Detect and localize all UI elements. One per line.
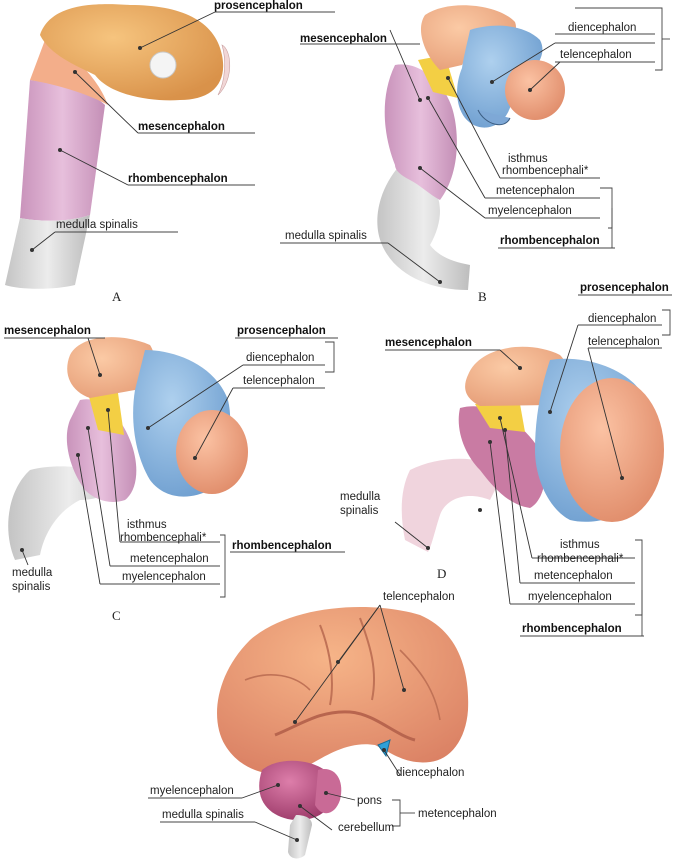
panel-e-sulcus-2 [319, 624, 333, 706]
panel-b-label-diencephalon: diencephalon [568, 22, 636, 34]
panel-c-label-medulla-2: spinalis [12, 581, 51, 593]
panel-b-label-isthmus-1: isthmus [508, 153, 548, 165]
panel-c-label-prosencephalon: prosencephalon [237, 325, 326, 337]
panel-a-label-prosencephalon: prosencephalon [214, 0, 303, 12]
panel-e-sulcus-4 [244, 674, 311, 691]
panel-d-label-telencephalon: telencephalon [588, 336, 660, 348]
panel-e-label-pons: pons [357, 795, 382, 807]
panel-c-label-isthmus-1: isthmus [127, 519, 167, 531]
panel-e: telencephalon diencephalon myelencephalo… [148, 591, 497, 859]
panel-b-telencephalon-shape [505, 60, 565, 120]
panel-d-label-medulla-1: medulla [340, 491, 381, 503]
panel-d-label-prosencephalon: prosencephalon [580, 282, 669, 294]
panel-a-optic-vesicle [149, 51, 177, 79]
panel-b-label-rhombencephalon: rhombencephalon [500, 235, 600, 247]
panel-e-pons-shape [315, 769, 342, 814]
panel-b-label-isthmus-2: rhombencephali* [502, 165, 589, 177]
panel-c-label-myelencephalon: myelencephalon [122, 571, 206, 583]
panel-b: mesencephalon diencephalon telencephalon… [280, 5, 670, 304]
panel-b-label-myelencephalon: myelencephalon [488, 205, 572, 217]
panel-e-label-diencephalon: diencephalon [396, 767, 464, 779]
panel-c-telencephalon-shape [176, 410, 248, 494]
panel-e-label-cerebellum: cerebellum [338, 822, 394, 834]
panel-c-mesencephalon-shape [67, 337, 155, 398]
panel-c-label-metencephalon: metencephalon [130, 553, 209, 565]
panel-e-label-metencephalon: metencephalon [418, 808, 497, 820]
panel-c: mesencephalon prosencephalon diencephalo… [4, 325, 345, 623]
panel-c-letter: C [112, 608, 121, 623]
panel-c-label-medulla-1: medulla [12, 567, 53, 579]
panel-e-sulcus-5 [399, 649, 441, 721]
panel-b-label-telencephalon: telencephalon [560, 49, 632, 61]
panel-a-medulla-shape [5, 215, 90, 289]
panel-d-spinal-shape [401, 458, 505, 552]
panel-b-diencephalon-shape [457, 25, 543, 128]
panel-b-label-metencephalon: metencephalon [496, 185, 575, 197]
panel-b-spinal-shape [377, 165, 470, 290]
panel-e-sulcus-3 [359, 617, 376, 701]
panel-b-rhombencephalon-shape [384, 64, 457, 200]
panel-d-label-medulla-2: spinalis [340, 505, 379, 517]
panel-d-label-diencephalon: diencephalon [588, 313, 656, 325]
panel-d-label-isthmus-2: rhombencephali* [537, 553, 624, 565]
panel-d-label-isthmus-1: isthmus [560, 539, 600, 551]
panel-a-letter: A [112, 289, 122, 304]
panel-c-label-isthmus-2: rhombencephali* [120, 532, 207, 544]
panel-e-label-myelencephalon: myelencephalon [150, 785, 234, 797]
panel-a-rhombencephalon-shape [20, 80, 105, 221]
panel-c-isthmus-shape [88, 393, 124, 435]
panel-c-label-telencephalon: telencephalon [243, 375, 315, 387]
panel-d-label-rhombencephalon: rhombencephalon [522, 623, 622, 635]
panel-a-lamina [217, 44, 231, 96]
panel-d-label-myelencephalon: myelencephalon [528, 591, 612, 603]
panel-d-label-mesencephalon: mesencephalon [385, 337, 472, 349]
panel-b-label-mesencephalon: mesencephalon [300, 33, 387, 45]
panel-c-label-rhombencephalon: rhombencephalon [232, 540, 332, 552]
panel-e-medulla-shape [288, 815, 312, 859]
panel-c-label-diencephalon: diencephalon [246, 352, 314, 364]
panel-e-label-medulla-spinalis: medulla spinalis [162, 809, 244, 821]
panel-d: prosencephalon diencephalon telencephalo… [340, 282, 672, 637]
panel-e-sulcus-1 [274, 710, 416, 742]
panel-b-label-medulla-spinalis: medulla spinalis [285, 230, 367, 242]
panel-a-mesencephalon-shape [30, 40, 108, 105]
panel-a-prosencephalon-shape [40, 4, 224, 101]
panel-d-telencephalon-shape [560, 378, 664, 522]
panel-b-letter: B [478, 289, 487, 304]
panel-a-label-mesencephalon: mesencephalon [138, 121, 225, 133]
panel-c-label-mesencephalon: mesencephalon [4, 325, 91, 337]
panel-e-label-telencephalon: telencephalon [383, 591, 455, 603]
panel-b-optic-cup [477, 109, 511, 126]
panel-a-label-medulla-spinalis: medulla spinalis [56, 219, 138, 231]
panel-a: prosencephalon mesencephalon rhombenceph… [5, 0, 335, 304]
panel-d-letter: D [437, 566, 446, 581]
panel-d-label-metencephalon: metencephalon [534, 570, 613, 582]
panel-a-label-rhombencephalon: rhombencephalon [128, 173, 228, 185]
